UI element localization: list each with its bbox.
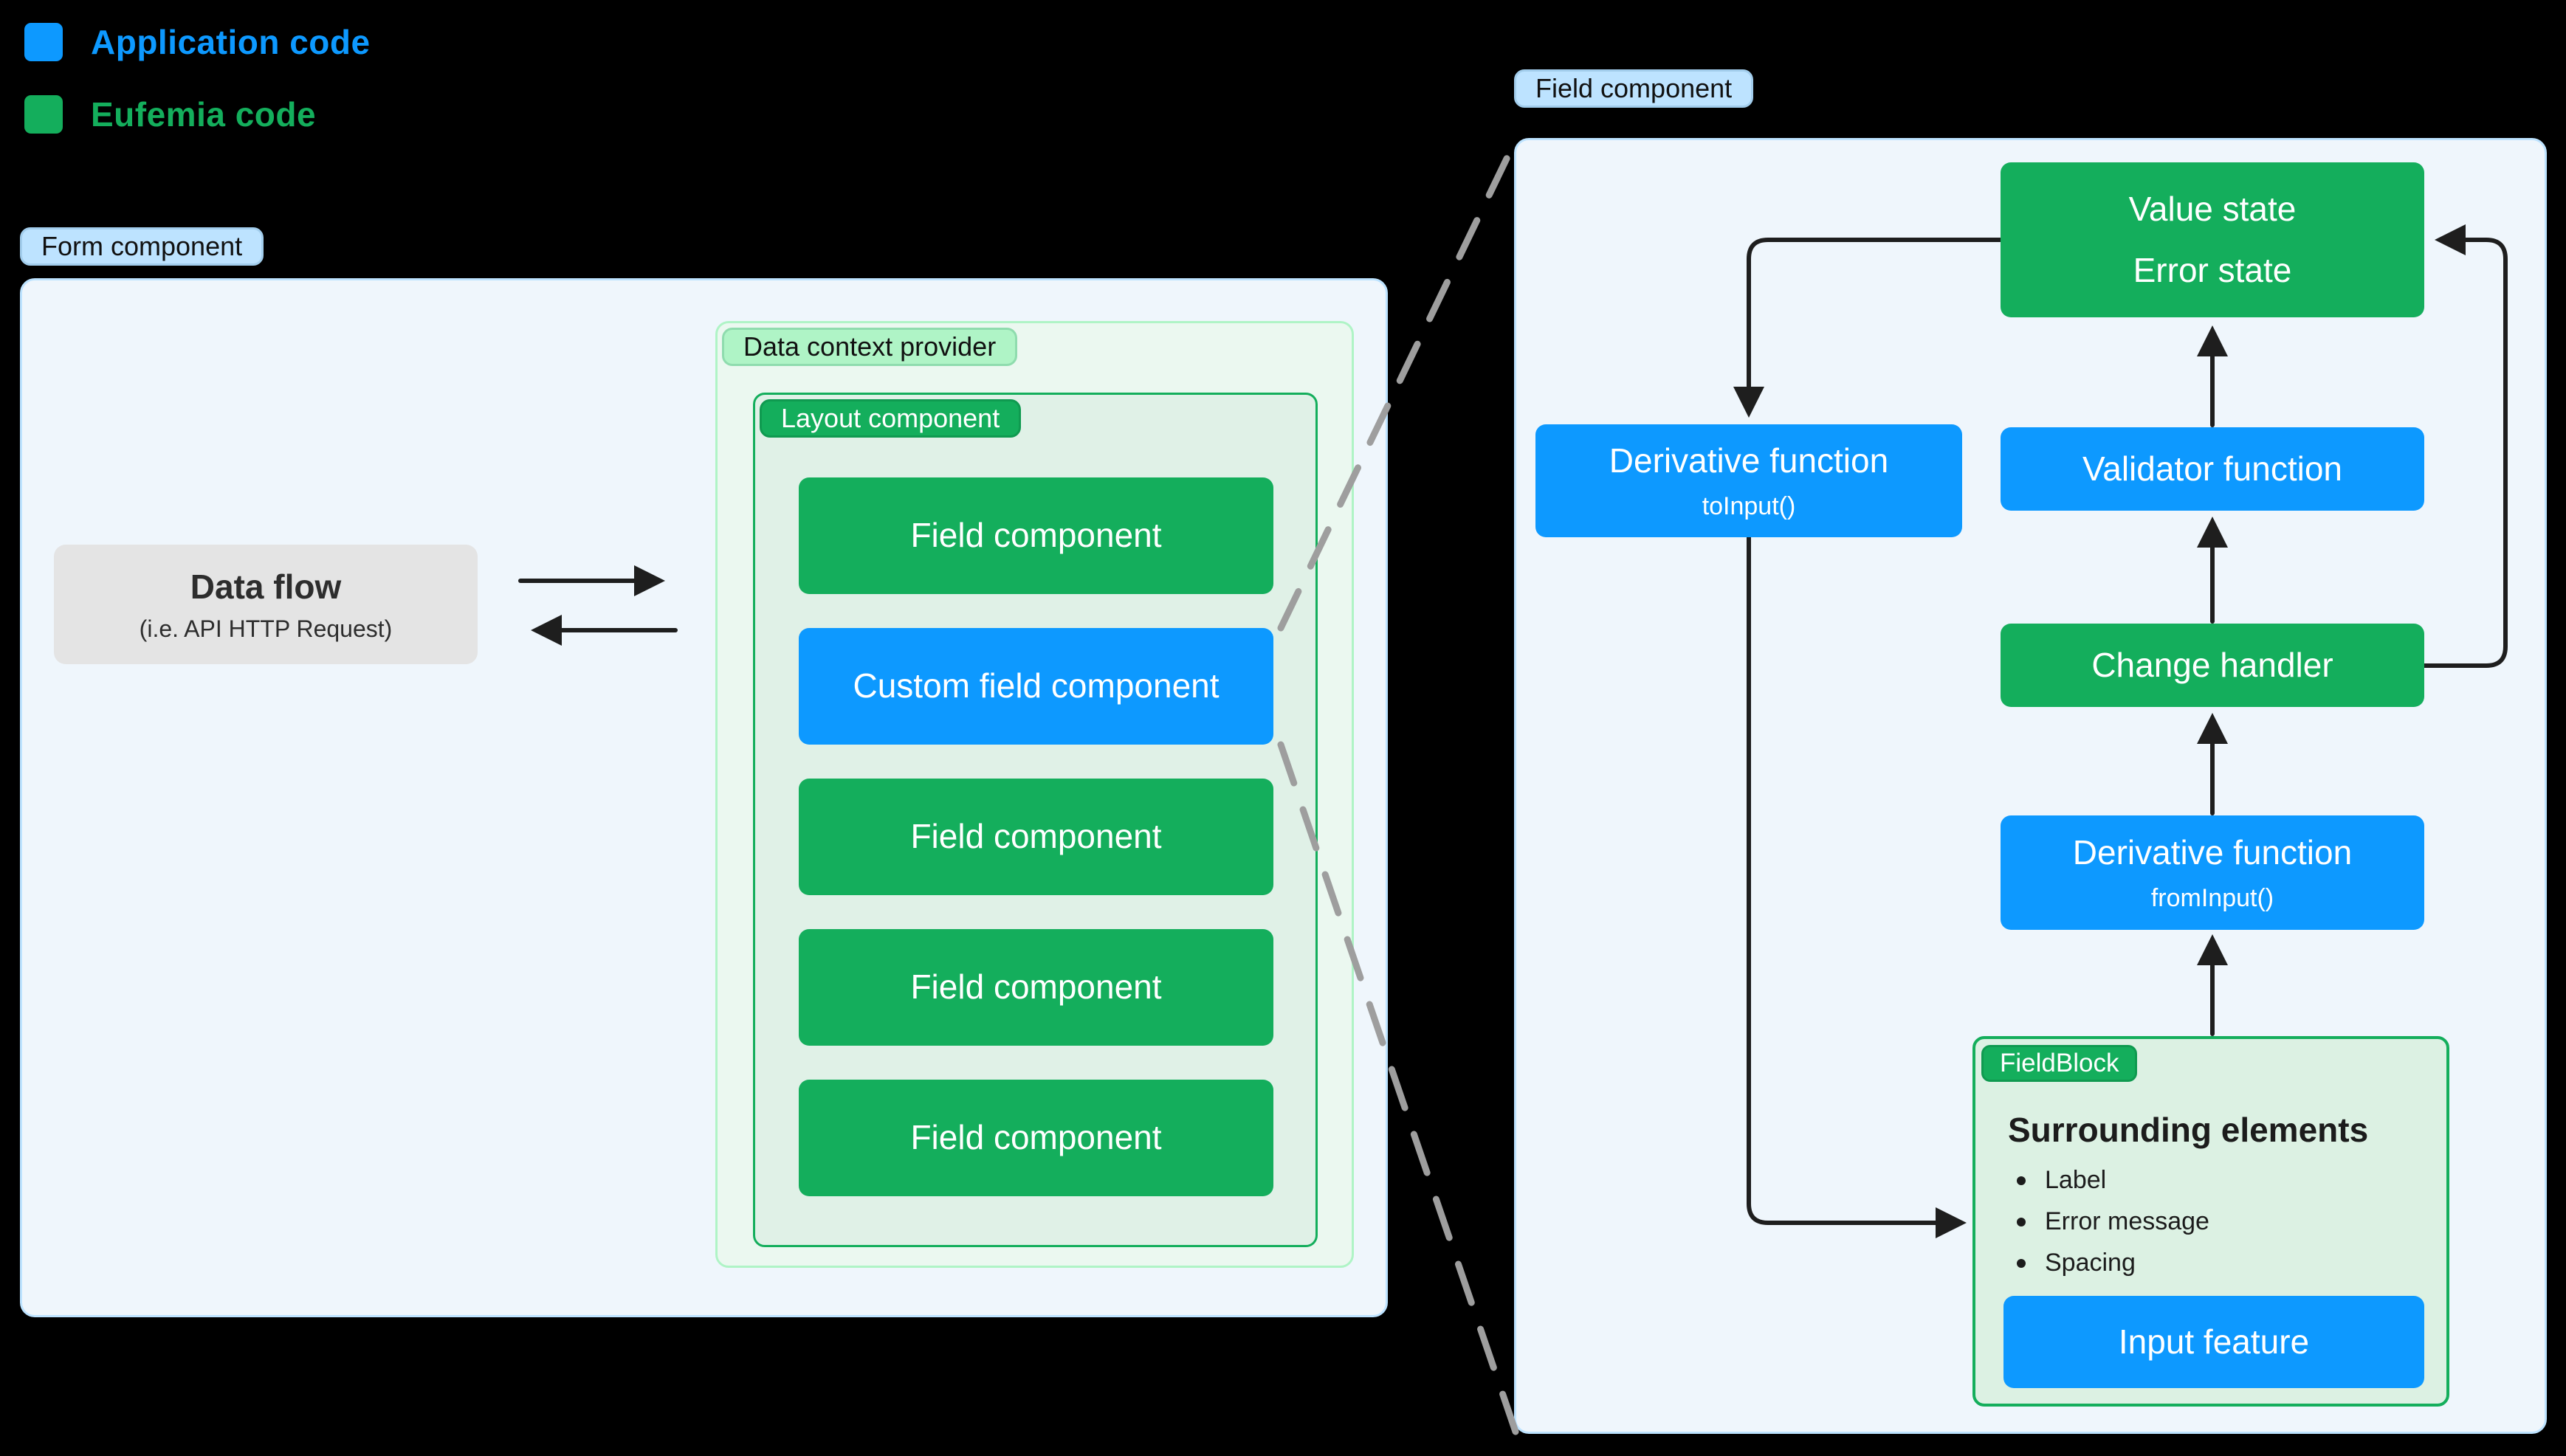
dashed-line-top <box>1277 137 1519 632</box>
legend-item-application-code: Application code <box>24 22 371 62</box>
derivative-toinput-box: Derivative function toInput() <box>1535 424 1962 537</box>
field-component-label: Field component <box>910 516 1162 555</box>
change-handler-box: Change handler <box>2001 624 2424 707</box>
fieldblock-panel: FieldBlock Surrounding elements Label Er… <box>1972 1036 2449 1407</box>
layout-component-badge: Layout component <box>760 399 1022 438</box>
data-flow-arrows <box>518 565 678 646</box>
value-state-box: Value state Error state <box>2001 162 2424 317</box>
fieldblock-badge: FieldBlock <box>1981 1045 2138 1082</box>
data-flow-subtitle: (i.e. API HTTP Request) <box>139 615 393 642</box>
legend-label: Eufemia code <box>91 95 317 134</box>
custom-field-component-box: Custom field component <box>799 628 1273 745</box>
data-context-provider-badge: Data context provider <box>722 328 1018 366</box>
data-flow-title: Data flow <box>190 567 342 606</box>
value-state-line1: Value state <box>2128 189 2297 228</box>
derivative-frominput-title: Derivative function <box>2072 832 2353 872</box>
list-item: Error message <box>2017 1207 2209 1236</box>
flow-connectors <box>1733 224 2508 1238</box>
eufemia-code-swatch <box>24 95 63 134</box>
field-component-detail-badge: Field component <box>1514 69 1754 108</box>
input-feature-box: Input feature <box>2003 1296 2424 1388</box>
data-flow-box: Data flow (i.e. API HTTP Request) <box>54 545 478 664</box>
validator-function-label: Validator function <box>2082 449 2343 488</box>
arrow-changehandler-to-valuestate <box>2422 224 2508 668</box>
input-feature-label: Input feature <box>2118 1322 2310 1361</box>
surrounding-elements-heading: Surrounding elements <box>2008 1111 2369 1149</box>
surrounding-elements-list: Label Error message Spacing <box>2017 1166 2209 1290</box>
list-item: Spacing <box>2017 1249 2209 1277</box>
dashed-line-bottom <box>1277 741 1519 1435</box>
custom-field-component-label: Custom field component <box>853 666 1220 705</box>
field-component-box: Field component <box>799 477 1273 594</box>
field-component-label: Field component <box>910 1118 1162 1157</box>
derivative-frominput-sub: fromInput() <box>2150 883 2274 912</box>
field-component-detail-panel: Value state Error state Derivative funct… <box>1514 138 2547 1434</box>
legend-label: Application code <box>91 23 371 61</box>
field-component-box: Field component <box>799 1080 1273 1196</box>
form-component-badge: Form component <box>20 227 264 266</box>
error-state-line2: Error state <box>2133 251 2292 289</box>
application-code-swatch <box>24 23 63 61</box>
change-handler-label: Change handler <box>2091 645 2333 684</box>
validator-function-box: Validator function <box>2001 427 2424 511</box>
derivative-toinput-title: Derivative function <box>1609 441 1889 480</box>
legend-item-eufemia-code: Eufemia code <box>24 94 316 134</box>
arrow-valuestate-to-toinput <box>1733 238 2003 418</box>
list-item: Label <box>2017 1166 2209 1195</box>
field-component-label: Field component <box>910 967 1162 1007</box>
field-component-box: Field component <box>799 929 1273 1046</box>
derivative-toinput-sub: toInput() <box>1702 491 1796 520</box>
arrow-toinput-to-fieldblock <box>1747 535 1967 1238</box>
derivative-frominput-box: Derivative function fromInput() <box>2001 815 2424 930</box>
field-component-label: Field component <box>910 817 1162 856</box>
field-component-box: Field component <box>799 779 1273 895</box>
